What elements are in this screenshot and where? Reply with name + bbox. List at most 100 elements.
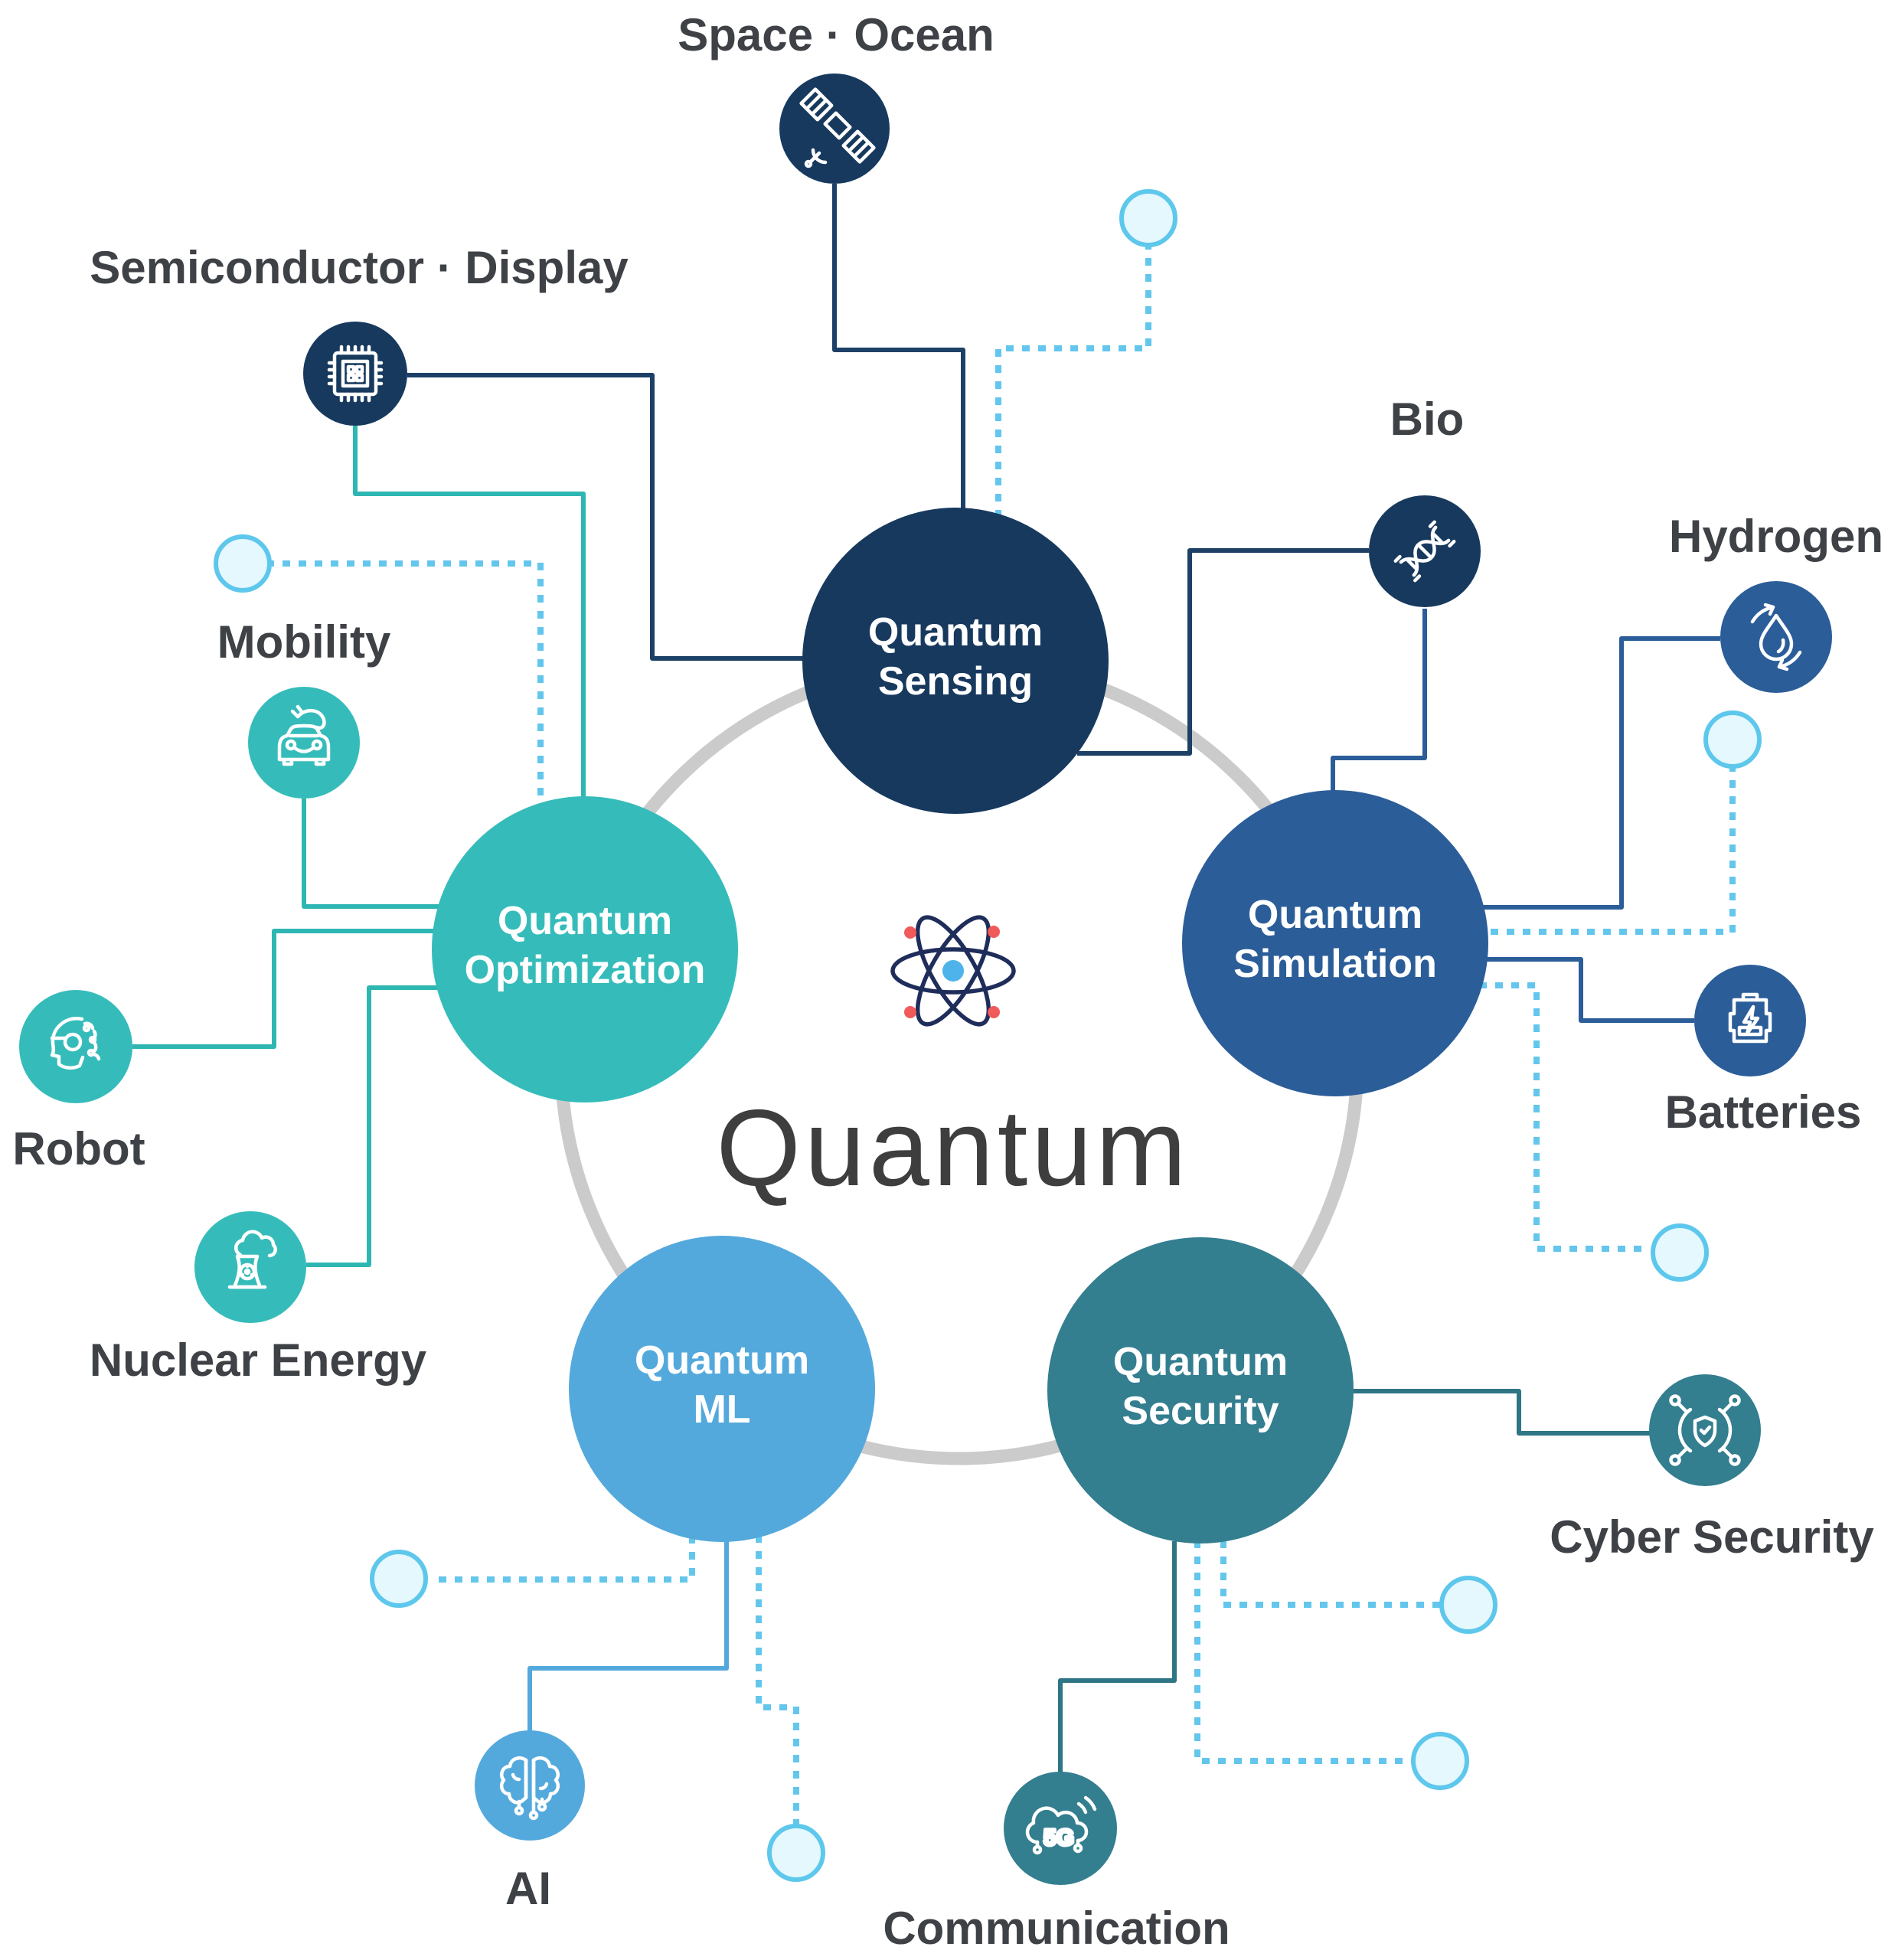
placeholder-circle — [1119, 189, 1177, 247]
optimization-label-line2: Optimization — [465, 948, 706, 992]
dotted-line-sensing-1 — [995, 242, 1151, 518]
semiconductor-display-label: Semiconductor · Display — [90, 242, 629, 293]
app-ai: AI — [475, 1730, 585, 1914]
center-group: Quantum — [716, 915, 1190, 1209]
connector-security-communication — [1058, 1541, 1177, 1773]
atom-nucleus — [942, 960, 964, 982]
connector-sensing-bio — [1077, 548, 1369, 756]
app-bio: Bio — [1369, 394, 1481, 607]
connector-semiconductor-sensing — [407, 373, 805, 661]
security-circle — [1047, 1237, 1354, 1544]
domain-circle-ml: Quantum ML — [569, 1236, 875, 1542]
connector-ml-ai — [527, 1540, 729, 1732]
simulation-circle — [1182, 790, 1488, 1096]
atom-electron — [904, 1006, 916, 1018]
cloud-5g-text: 5G — [1043, 1825, 1074, 1851]
hydrogen-drop-icon — [1750, 603, 1802, 671]
dotted-line-security-1 — [1220, 1540, 1444, 1608]
dotted-line-ml-1 — [424, 1536, 695, 1583]
ml-circle — [569, 1236, 875, 1542]
hydrogen-label: Hydrogen — [1669, 511, 1883, 562]
app-nuclear-energy: Nuclear Energy — [90, 1211, 427, 1386]
dotted-line-ml-2 — [756, 1535, 799, 1828]
connector-batteries-simulation — [1484, 957, 1694, 1023]
robot-circle — [19, 990, 132, 1103]
nuclear-energy-label: Nuclear Energy — [90, 1334, 427, 1386]
domain-nodes: Quantum Sensing Quantum Simulation Quant… — [432, 508, 1488, 1544]
connector-robot-optimization — [132, 929, 438, 1049]
bio-label: Bio — [1390, 394, 1465, 445]
app-robot: Robot — [12, 990, 145, 1174]
nuclear-plant-icon — [227, 1230, 277, 1289]
brain-circuit-icon — [499, 1756, 560, 1821]
domain-circle-security: Quantum Security — [1047, 1237, 1354, 1544]
placeholder-circle — [214, 534, 272, 593]
app-space-ocean: Space · Ocean — [678, 9, 994, 184]
atom-icon — [890, 915, 1016, 1027]
cyber-security-label: Cyber Security — [1550, 1511, 1874, 1563]
hydrogen-circle — [1720, 581, 1832, 693]
domain-circle-sensing: Quantum Sensing — [802, 508, 1109, 814]
placeholder-circle — [1439, 1576, 1497, 1634]
electric-car-icon — [277, 704, 331, 766]
security-label-line1: Quantum — [1113, 1340, 1288, 1384]
center-title: Quantum — [716, 1087, 1190, 1209]
simulation-label-line1: Quantum — [1248, 893, 1422, 937]
domain-circle-optimization: Quantum Optimization — [432, 796, 738, 1102]
app-communication: 5G Communication — [883, 1772, 1230, 1954]
shield-network-icon — [1669, 1394, 1741, 1466]
connector-bio-simulation — [1331, 609, 1427, 795]
dna-icon — [1393, 520, 1456, 583]
chip-circle — [303, 322, 407, 426]
optimization-circle — [432, 796, 738, 1102]
brain-circle — [475, 1730, 585, 1841]
app-mobility: Mobility — [217, 616, 391, 799]
satellite-circle — [779, 74, 890, 184]
domain-circle-simulation: Quantum Simulation — [1182, 790, 1488, 1096]
placeholder-circle — [1703, 710, 1762, 769]
sensing-label-line2: Sensing — [878, 659, 1033, 704]
chip-icon — [327, 345, 384, 403]
connector-hydrogen-simulation — [1479, 636, 1720, 910]
space-ocean-label: Space · Ocean — [678, 9, 994, 60]
app-hydrogen: Hydrogen — [1669, 511, 1883, 693]
ml-label-line1: Quantum — [635, 1338, 809, 1383]
batteries-label: Batteries — [1665, 1086, 1862, 1138]
dotted-line-optimization-1 — [266, 560, 544, 801]
car-circle — [248, 687, 360, 799]
sensing-circle — [802, 508, 1109, 814]
connector-security-cyber — [1354, 1389, 1651, 1436]
app-semiconductor-display: Semiconductor · Display — [90, 242, 629, 426]
ai-label: AI — [505, 1863, 551, 1914]
dotted-line-simulation-1 — [1485, 764, 1736, 935]
robot-label: Robot — [12, 1123, 145, 1174]
cloud-5g-icon: 5G — [1025, 1795, 1097, 1855]
battery-icon — [1728, 992, 1772, 1044]
simulation-label-line2: Simulation — [1233, 942, 1437, 986]
satellite-icon — [799, 87, 876, 168]
communication-label: Communication — [883, 1903, 1230, 1954]
app-batteries: Batteries — [1665, 965, 1862, 1138]
connector-space-ocean-sensing — [832, 184, 965, 514]
dotted-line-security-2 — [1194, 1540, 1416, 1764]
mobility-label: Mobility — [217, 616, 391, 668]
placeholder-circle — [767, 1824, 825, 1882]
atom-electron — [904, 926, 916, 939]
placeholder-circles — [214, 189, 1762, 1882]
optimization-label-line1: Quantum — [498, 899, 672, 943]
atom-electron — [988, 926, 1000, 938]
sensing-label-line1: Quantum — [868, 610, 1043, 655]
connector-mobility-optimization — [302, 799, 443, 909]
connector-nuclear-optimization — [306, 985, 440, 1267]
dotted-lines — [266, 242, 1736, 1828]
placeholder-circle — [1411, 1732, 1469, 1790]
app-cyber-security: Cyber Security — [1550, 1374, 1874, 1563]
placeholder-circle — [1651, 1223, 1709, 1282]
dotted-line-simulation-2 — [1479, 982, 1655, 1252]
placeholder-circle — [370, 1550, 428, 1608]
robot-head-icon — [50, 1017, 101, 1070]
security-label-line2: Security — [1122, 1389, 1279, 1433]
connector-lines — [132, 184, 1720, 1773]
